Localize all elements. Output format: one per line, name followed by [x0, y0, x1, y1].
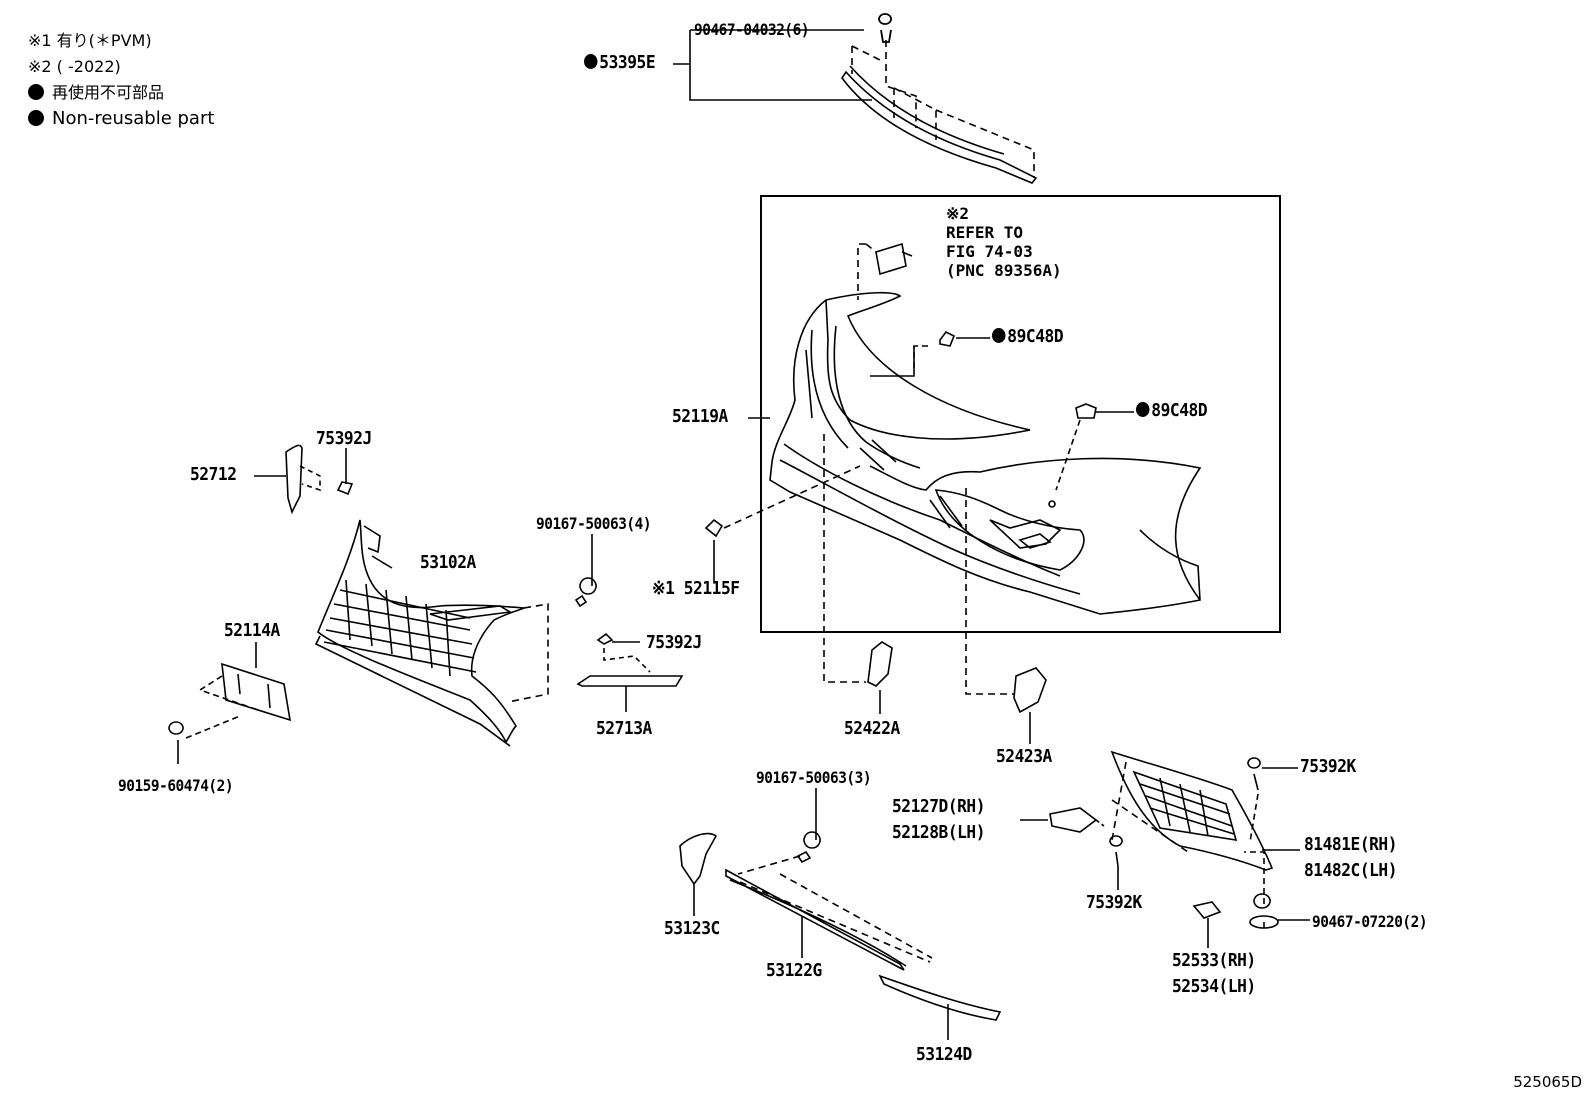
part-label-52114a[interactable]: 52114A: [224, 620, 280, 641]
legend-note-1: ※1 有り(＊PVM): [28, 31, 152, 50]
dash-52423a: [965, 488, 1014, 695]
refer-note-line-2: REFER TO: [946, 223, 1024, 242]
part-label-90159-60474[interactable]: 90159-60474(2): [118, 776, 234, 795]
part-label-89c48d-a[interactable]: 89C48D: [992, 326, 1064, 347]
bullet-icon: [28, 84, 44, 100]
nonreusable-icon: [992, 328, 1006, 343]
piece-53123c-drawing: [679, 832, 718, 886]
clip-75392j-b-drawing: [596, 632, 614, 645]
strip-53122g-drawing: [725, 868, 907, 971]
part-label-53395e[interactable]: 53395E: [584, 52, 656, 73]
strip-52713a-drawing: [576, 675, 684, 687]
clip-52115f-drawing: [704, 518, 724, 538]
clip-75392k-a-drawing: [1247, 757, 1261, 791]
bracket-52422a-drawing: [867, 641, 893, 687]
part-label-81481e[interactable]: 81481E(RH): [1304, 834, 1398, 855]
part-label-53102a[interactable]: 53102A: [420, 552, 476, 573]
legend-nonreusable-ja: 再使用不可部品: [28, 80, 214, 106]
part-note-marker: ※1: [652, 578, 675, 599]
bracket-52533-drawing: [1192, 901, 1222, 919]
clip-89c48d-a-drawing: [939, 330, 956, 347]
part-label-52115f[interactable]: ※1 52115F: [652, 578, 740, 599]
refer-note: ※2 REFER TO FIG 74-03 (PNC 89356A): [946, 204, 1062, 280]
dash-89c48d-a: [913, 345, 928, 372]
molding-52712-drawing: [285, 444, 303, 515]
legend-note-2: ※2 ( -2022): [28, 57, 121, 76]
bumper-cover-drawing: [769, 291, 1202, 615]
refer-note-line-4: (PNC 89356A): [946, 261, 1062, 280]
part-label-52119a[interactable]: 52119A: [672, 406, 728, 427]
refer-note-line-3: FIG 74-03: [946, 242, 1033, 261]
dash-75392j-b: [603, 648, 651, 673]
part-label-53123c[interactable]: 53123C: [664, 918, 720, 939]
clip-75392k-b-drawing: [1109, 835, 1123, 867]
legend-nonreusable-ja-text: 再使用不可部品: [52, 83, 165, 102]
bolt-90159-drawing: [168, 721, 184, 764]
part-label-52712[interactable]: 52712: [190, 464, 237, 485]
part-label-52423a[interactable]: 52423A: [996, 746, 1052, 767]
refer-note-line-1: ※2: [946, 204, 970, 223]
dash-fog-cover: [1111, 761, 1189, 853]
nonreusable-icon: [1136, 402, 1150, 417]
part-label-52713a[interactable]: 52713A: [596, 718, 652, 739]
trim-53124d-drawing: [878, 974, 1002, 1021]
dash-52712: [299, 465, 321, 492]
leader-53395e: [673, 29, 872, 101]
part-label-81482c[interactable]: 81482C(LH): [1304, 860, 1398, 881]
part-label-75392k-a[interactable]: 75392K: [1300, 756, 1356, 777]
bolt-90167-50063-3-drawing: [796, 831, 821, 864]
part-label-90467-07220[interactable]: 90467-07220(2): [1312, 912, 1428, 931]
part-label-90167-50063-3[interactable]: 90167-50063(3): [756, 768, 872, 787]
part-label-52127d[interactable]: 52127D(RH): [892, 796, 986, 817]
legend: ※1 有り(＊PVM) ※2 ( -2022) 再使用不可部品 Non-reus…: [28, 28, 214, 132]
dash-grille-bolt: [507, 603, 549, 703]
bolt-90167-50063-4-drawing: [574, 577, 597, 608]
part-number: 52115F: [683, 578, 740, 599]
retainer-strip-drawing: [841, 13, 1038, 184]
dash-52115f: [723, 465, 861, 529]
leader-89c48d-a: [870, 337, 990, 377]
clip-90467-07220-drawing: [1249, 893, 1279, 929]
part-label-52533[interactable]: 52533(RH): [1172, 950, 1256, 971]
bracket-52423a-drawing: [1013, 667, 1047, 714]
dash-89c48d-b: [1055, 419, 1081, 491]
dash-90467-07220: [1244, 851, 1265, 904]
part-label-75392j-a[interactable]: 75392J: [316, 428, 372, 449]
clip-89c48d-b-drawing: [1075, 403, 1097, 419]
clip-75392j-a-drawing: [336, 481, 354, 496]
part-label-90467-04032[interactable]: 90467-04032(6): [694, 20, 810, 39]
bullet-icon: [28, 110, 44, 126]
bumper-assembly-box: [760, 195, 1281, 633]
dash-52422a: [823, 434, 866, 683]
dash-lower-bolt: [737, 855, 933, 963]
part-label-52422a[interactable]: 52422A: [844, 718, 900, 739]
bracket-52127d-drawing: [1049, 807, 1098, 833]
legend-nonreusable-en-text: Non-reusable part: [52, 108, 215, 129]
part-number: 89C48D: [1007, 326, 1064, 347]
fog-cap-drawing: [875, 242, 913, 276]
part-label-53122g[interactable]: 53122G: [766, 960, 822, 981]
part-label-89c48d-b[interactable]: 89C48D: [1136, 400, 1208, 421]
legend-nonreusable-en: Non-reusable part: [28, 106, 214, 132]
dash-52127d: [1095, 819, 1105, 827]
part-number: 89C48D: [1151, 400, 1208, 421]
part-label-75392k-b[interactable]: 75392K: [1086, 892, 1142, 913]
bracket-52114a-drawing: [221, 662, 292, 722]
part-label-53124d[interactable]: 53124D: [916, 1044, 972, 1065]
part-number: 53395E: [599, 52, 656, 73]
part-label-90167-50063-4[interactable]: 90167-50063(4): [536, 514, 652, 533]
grille-drawing: [314, 519, 527, 747]
dash-75392k-a: [1249, 793, 1259, 843]
part-label-52128b[interactable]: 52128B(LH): [892, 822, 986, 843]
fog-cover-drawing: [1110, 750, 1274, 871]
part-label-52534[interactable]: 52534(LH): [1172, 976, 1256, 997]
nonreusable-icon: [584, 54, 598, 69]
fog-cap-dash: [857, 243, 877, 300]
figure-id: 525065D: [1513, 1073, 1582, 1091]
part-label-75392j-b[interactable]: 75392J: [646, 632, 702, 653]
